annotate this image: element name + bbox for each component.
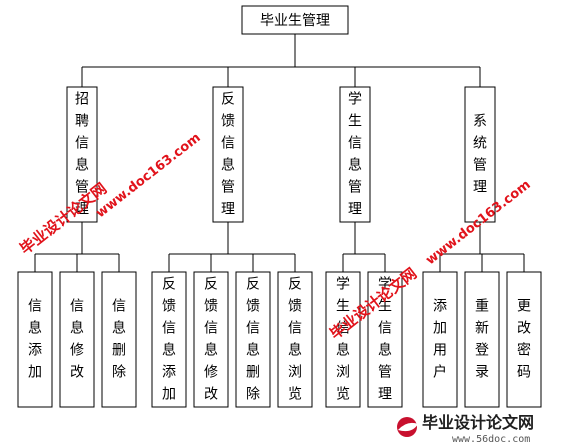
node-box-f2: [193, 271, 229, 408]
node-box-f3: [235, 271, 271, 408]
node-y2: 重新登录: [464, 271, 500, 408]
node-r2: 信息修改: [59, 271, 95, 408]
node-label-s1: 学生信息浏览: [336, 277, 350, 403]
node-box-s2: [367, 271, 403, 408]
node-student: 学生信息管理: [339, 86, 371, 223]
node-label-recruit: 招聘信息管理: [75, 92, 89, 218]
node-label-student: 学生信息管理: [348, 92, 362, 218]
logo-swoosh-icon: [398, 422, 418, 432]
node-label-f1: 反馈信息添加: [162, 277, 176, 403]
node-label-f2: 反馈信息修改: [204, 277, 218, 403]
node-f4: 反馈信息浏览: [277, 271, 313, 408]
node-label-y1: 添加用户: [433, 299, 447, 381]
node-box-feedback: [212, 86, 244, 223]
node-box-r1: [17, 271, 53, 408]
node-label-system: 系统管理: [473, 114, 487, 196]
node-label-r3: 信息删除: [112, 299, 126, 381]
node-s1: 学生信息浏览: [325, 271, 361, 408]
node-f1: 反馈信息添加: [151, 271, 187, 408]
node-box-r3: [101, 271, 137, 408]
node-box-system: [464, 86, 496, 223]
node-box-f1: [151, 271, 187, 408]
node-f2: 反馈信息修改: [193, 271, 229, 408]
node-f3: 反馈信息删除: [235, 271, 271, 408]
node-label-y2: 重新登录: [475, 299, 489, 381]
node-label-y3: 更改密码: [517, 299, 531, 381]
node-y3: 更改密码: [506, 271, 542, 408]
node-y1: 添加用户: [422, 271, 458, 408]
node-box-student: [339, 86, 371, 223]
node-label-r2: 信息修改: [70, 299, 84, 381]
node-box-f4: [277, 271, 313, 408]
node-label-root: 毕业生管理: [260, 13, 330, 29]
node-recruit: 招聘信息管理: [66, 86, 98, 223]
node-label-f4: 反馈信息浏览: [288, 277, 302, 403]
node-box-r2: [59, 271, 95, 408]
node-r1: 信息添加: [17, 271, 53, 408]
logo-mark: [397, 417, 418, 437]
site-logo: 毕业设计论文网 www.56doc.com: [397, 413, 534, 445]
node-box-root: [241, 5, 349, 35]
node-box-y2: [464, 271, 500, 408]
node-box-s1: [325, 271, 361, 408]
node-box-y1: [422, 271, 458, 408]
node-label-r1: 信息添加: [28, 299, 42, 381]
node-r3: 信息删除: [101, 271, 137, 408]
watermark-2: www.doc163.com: [93, 130, 203, 221]
node-root: 毕业生管理: [241, 5, 349, 35]
node-label-f3: 反馈信息删除: [246, 277, 260, 403]
connector-lines: [34, 34, 525, 272]
node-feedback: 反馈信息管理: [212, 86, 244, 223]
node-box-recruit: [66, 86, 98, 223]
node-label-s2: 学生信息管理: [378, 277, 392, 403]
logo-title: 毕业设计论文网: [422, 413, 534, 432]
node-s2: 学生信息管理: [367, 271, 403, 408]
node-system: 系统管理: [464, 86, 496, 223]
node-label-feedback: 反馈信息管理: [221, 92, 235, 218]
logo-url: www.56doc.com: [452, 434, 530, 445]
node-box-y3: [506, 271, 542, 408]
